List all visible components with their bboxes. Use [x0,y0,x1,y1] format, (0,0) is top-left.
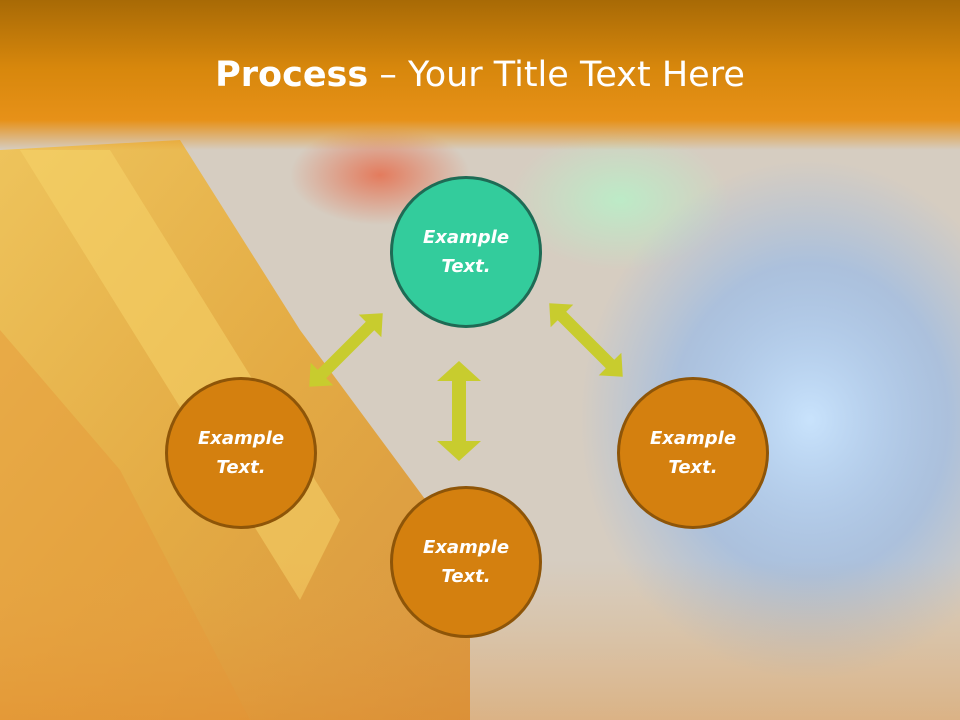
node-right[interactable]: Example Text. [617,377,769,529]
slide-title: Process – Your Title Text Here [0,52,960,98]
node-top-line1: Example [422,227,510,248]
arrow-center-vertical [437,361,481,461]
node-right-line1: Example [649,428,737,449]
node-bottom-line1: Example [422,537,510,558]
arrow-left-top [309,313,383,387]
node-left[interactable]: Example Text. [165,377,317,529]
node-left-line1: Example [197,428,285,449]
node-top[interactable]: Example Text. [390,176,542,328]
node-right-line2: Text. [668,457,718,478]
node-bottom-line2: Text. [441,566,491,587]
node-bottom[interactable]: Example Text. [390,486,542,638]
title-bar [0,0,960,150]
node-top-line2: Text. [441,256,491,277]
title-bold: Process [215,55,369,95]
arrow-right-top [549,303,623,377]
title-rest: – Your Title Text Here [368,55,745,95]
node-left-line2: Text. [216,457,266,478]
